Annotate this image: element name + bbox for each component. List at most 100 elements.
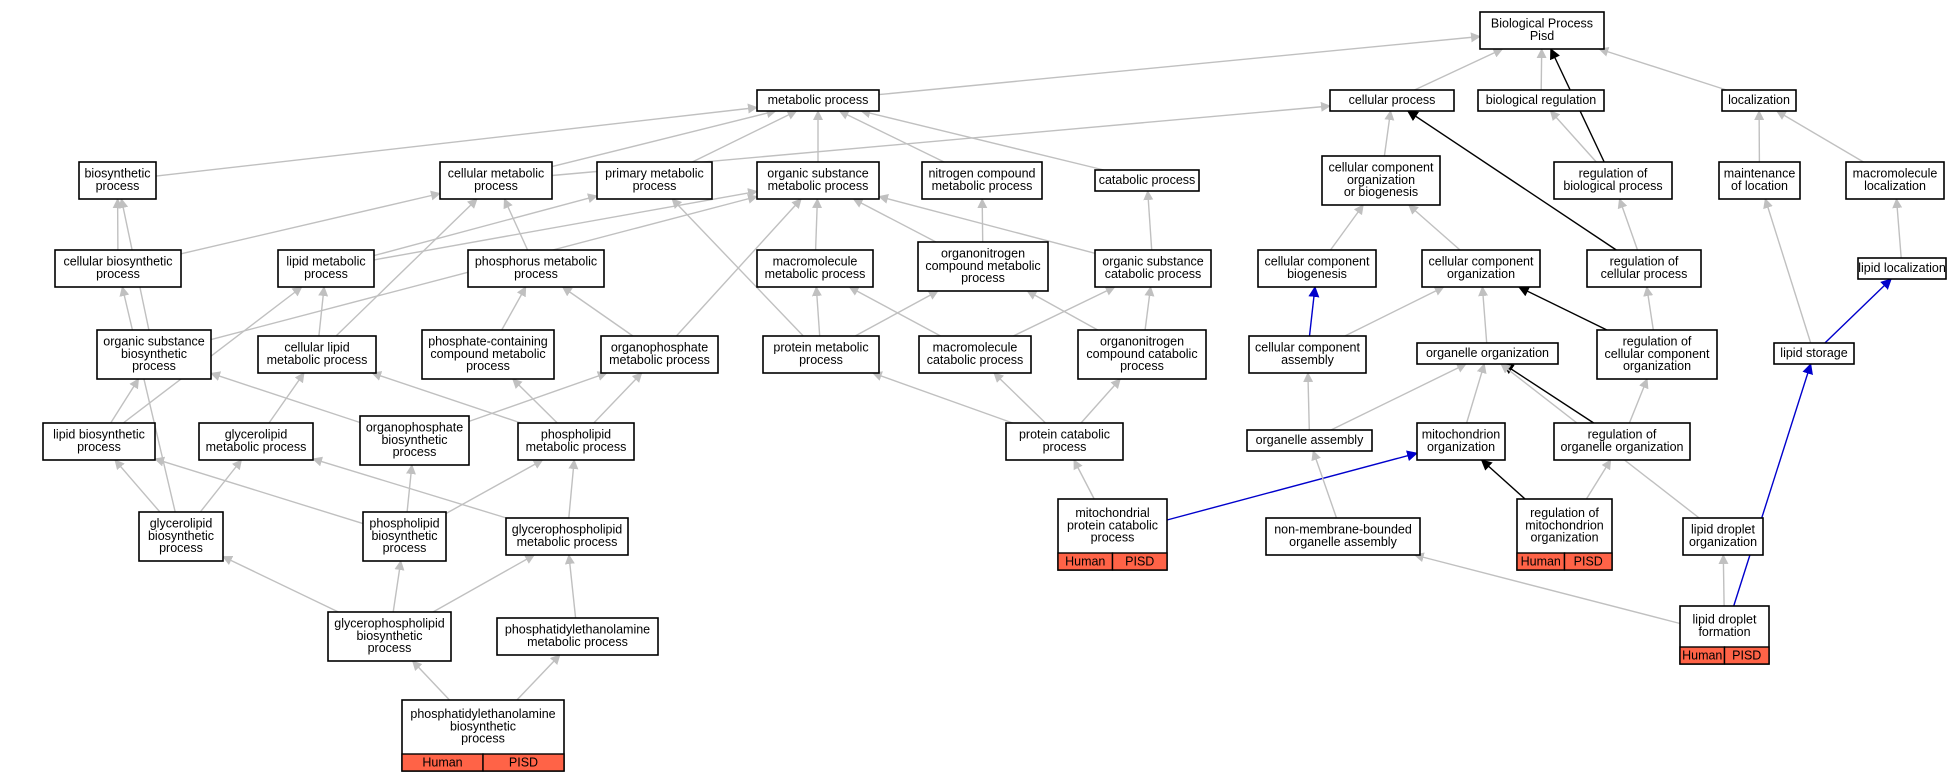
- node-label-line: localization: [1864, 179, 1926, 193]
- node-label-line: metabolic process: [765, 267, 866, 281]
- edge-cca-to-cco: [1344, 286, 1445, 337]
- node-label-line: process: [96, 267, 140, 281]
- go-term-node-oo[interactable]: organelle organization: [1416, 342, 1559, 365]
- edge-roo-to-rcco: [1628, 378, 1649, 424]
- node-label-line: organic substance: [1102, 255, 1204, 269]
- go-term-node-oa[interactable]: organelle assembly: [1246, 429, 1373, 452]
- edge-mcp-to-macmp: [848, 286, 941, 337]
- node-box: [496, 617, 659, 656]
- go-term-node-ll[interactable]: lipid localization: [1857, 257, 1947, 280]
- edge-macmp-to-osmp: [812, 198, 823, 251]
- edge-lbp-to-lmp: [122, 286, 303, 424]
- node-box: [1857, 257, 1947, 280]
- node-box: [921, 161, 1043, 200]
- go-term-node-catp[interactable]: catabolic process: [1094, 169, 1200, 192]
- edge-oncmp-to-ncmp: [977, 198, 988, 243]
- go-term-node-ls[interactable]: lipid storage: [1773, 342, 1855, 365]
- edge-loc-to-bp: [1598, 47, 1727, 91]
- go-term-node-rmo[interactable]: regulation ofmitochondrionorganizationHu…: [1516, 498, 1613, 571]
- node-label-line: metabolic process: [517, 535, 618, 549]
- go-term-node-br[interactable]: biological regulation: [1477, 89, 1605, 112]
- edge-ldf-to-ldo: [1718, 554, 1729, 607]
- node-box: [762, 335, 880, 374]
- annotation-cell: [1723, 646, 1770, 665]
- go-term-node-cp[interactable]: cellular process: [1329, 89, 1455, 112]
- edge-glbp-to-glmp: [199, 459, 243, 513]
- node-label-line: biosynthetic: [381, 433, 447, 447]
- node-box: [1094, 169, 1200, 192]
- edge-gpmp-to-plmp: [568, 459, 579, 519]
- node-box: [42, 422, 156, 461]
- annotation-cell: [482, 753, 565, 772]
- node-label-line: organic substance: [103, 335, 205, 349]
- edge-oa-to-cca: [1303, 372, 1314, 431]
- node-label-line: process: [1120, 359, 1164, 373]
- go-term-node-loc[interactable]: localization: [1721, 89, 1797, 112]
- node-box: [1718, 161, 1801, 200]
- node-label-line: mitochondrial: [1075, 506, 1149, 520]
- go-term-node-pebp[interactable]: phosphatidylethanolaminebiosyntheticproc…: [401, 699, 565, 772]
- node-label-line: protein catabolic: [1067, 518, 1158, 532]
- node-label-line: biosynthetic: [450, 719, 516, 733]
- node-label-line: process: [799, 353, 843, 367]
- node-label-line: biological regulation: [1486, 93, 1597, 107]
- edge-plmp-to-clmp: [371, 371, 522, 424]
- go-term-node-mp[interactable]: metabolic process: [756, 89, 880, 112]
- annotation-label: Human: [1065, 554, 1105, 568]
- annotation-label: PISD: [509, 755, 538, 769]
- node-box: [1721, 89, 1797, 112]
- annotation-label: Human: [1682, 648, 1722, 662]
- edge-prmp-to-macmp: [811, 286, 822, 337]
- node-box: [918, 335, 1032, 374]
- node-label-line: organization: [1689, 535, 1757, 549]
- node-label-line: cellular component: [1429, 255, 1534, 269]
- node-label-line: glycerophospholipid: [512, 523, 623, 537]
- edge-rbp-to-br: [1549, 110, 1597, 163]
- edge-ldf-to-nmboa: [1413, 552, 1681, 625]
